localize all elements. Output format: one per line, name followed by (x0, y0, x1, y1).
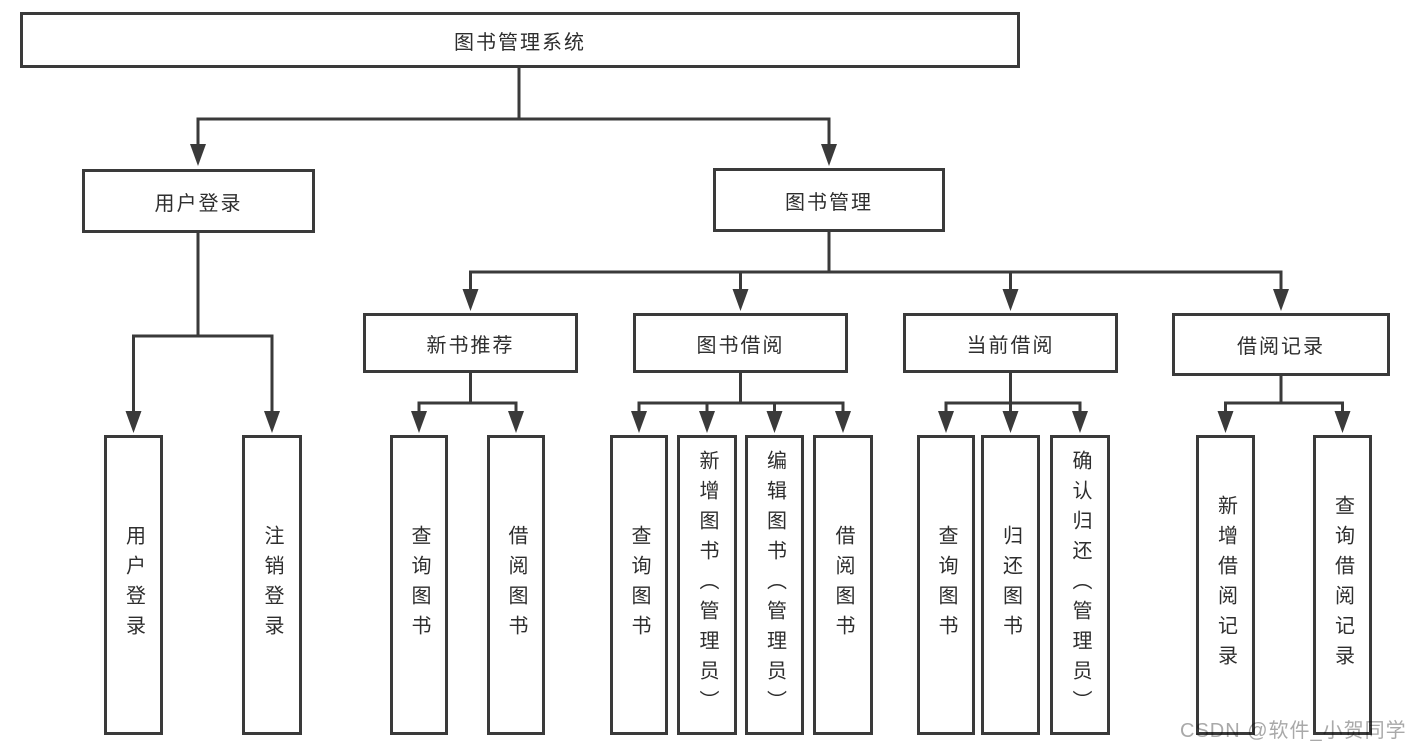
node-label: 注销登录 (261, 525, 283, 645)
leaf-logout: 注销登录 (242, 435, 302, 735)
node-label: 借阅记录 (1237, 336, 1325, 358)
node-label: 新增图书（管理员） (696, 450, 718, 720)
node-label: 新书推荐 (426, 334, 515, 357)
node-label: 查询图书 (628, 525, 650, 645)
node-label: 借阅图书 (505, 525, 527, 645)
node-label: 图书管理系统 (454, 31, 586, 54)
node-label: 新增借阅记录 (1214, 495, 1237, 675)
leaf-query-borrow-record: 查询借阅记录 (1313, 435, 1372, 735)
leaf-add-borrow-record: 新增借阅记录 (1196, 435, 1255, 735)
node-label: 查询借阅记录 (1331, 495, 1354, 675)
leaf-query-books-1: 查询图书 (390, 435, 448, 735)
csdn-watermark: CSDN @软件_小贺同学 (1180, 720, 1405, 742)
leaf-query-books-2: 查询图书 (610, 435, 668, 735)
node-current-borrowing: 当前借阅 (903, 313, 1118, 373)
leaf-return-books: 归还图书 (981, 435, 1040, 735)
node-label: 归还图书 (999, 525, 1022, 645)
leaf-user-login: 用户登录 (104, 435, 163, 735)
leaf-query-books-3: 查询图书 (917, 435, 975, 735)
leaf-borrow-books-2: 借阅图书 (813, 435, 873, 735)
node-label: 用户登录 (122, 525, 145, 645)
node-label: 用户登录 (154, 192, 243, 215)
leaf-confirm-return-admin: 确认归还（管理员） (1050, 435, 1110, 735)
leaf-borrow-books-1: 借阅图书 (487, 435, 545, 735)
node-book-management-branch: 图书管理 (713, 168, 945, 232)
node-label: 查询图书 (935, 525, 957, 645)
node-book-borrowing: 图书借阅 (633, 313, 848, 373)
leaf-edit-books-admin: 编辑图书（管理员） (745, 435, 804, 735)
node-root-library-management-system: 图书管理系统 (20, 12, 1020, 68)
node-label: 当前借阅 (966, 334, 1055, 357)
arrowheads (125, 144, 1351, 433)
leaf-add-books-admin: 新增图书（管理员） (677, 435, 737, 735)
node-new-book-recommendation: 新书推荐 (363, 313, 578, 373)
node-label: 图书管理 (785, 191, 873, 214)
node-label: 图书借阅 (696, 334, 785, 357)
node-borrowing-records: 借阅记录 (1172, 313, 1390, 376)
node-label: 借阅图书 (832, 525, 854, 645)
node-label: 确认归还（管理员） (1069, 450, 1091, 720)
node-label: 编辑图书（管理员） (763, 450, 786, 720)
node-user-login-branch: 用户登录 (82, 169, 315, 233)
node-label: 查询图书 (408, 525, 430, 645)
